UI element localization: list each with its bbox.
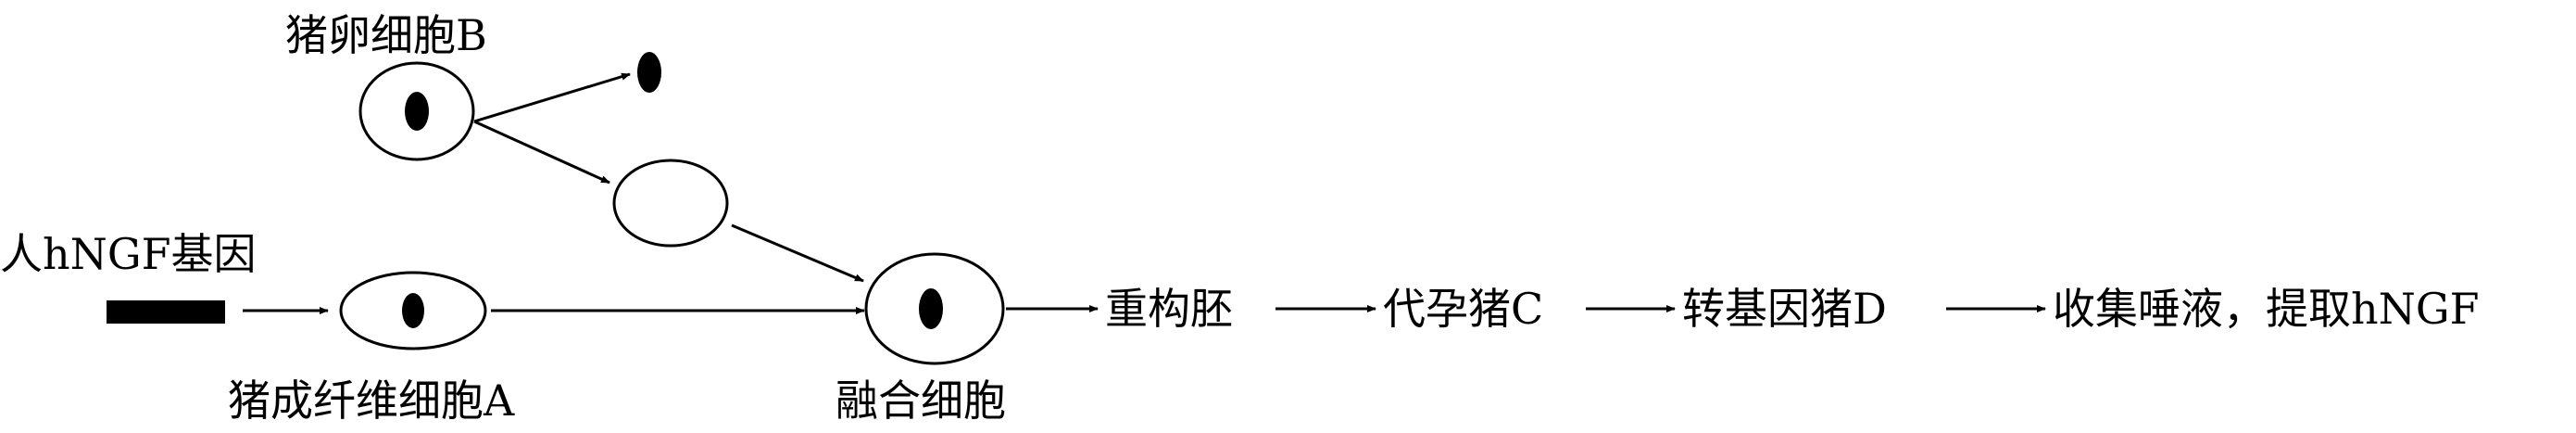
fibroblast-nucleus	[402, 293, 424, 328]
surrogate-pig-label: 代孕猪C	[1383, 284, 1543, 334]
transgenic-pig-label: 转基因猪D	[1682, 284, 1887, 334]
fusion-nucleus	[919, 288, 943, 329]
removed-nucleus	[637, 52, 661, 93]
egg-nucleus	[405, 92, 429, 131]
reconstructed-embryo-label: 重构胚	[1105, 284, 1233, 334]
egg-cell	[358, 61, 475, 161]
enucleated-egg	[612, 159, 729, 248]
arrow-enucleated-to-fusion	[731, 223, 864, 283]
fusion-cell	[864, 252, 1005, 365]
gene-bar	[107, 300, 225, 324]
fusion-cell-label: 融合细胞	[836, 376, 1006, 426]
egg-cell-label: 猪卵细胞B	[285, 10, 487, 60]
arrow-egg-to-enucleated	[473, 120, 610, 185]
fibroblast-label: 猪成纤维细胞A	[228, 376, 515, 426]
final-step-label: 收集唾液，提取hNGF	[2053, 284, 2480, 334]
fibroblast-cell	[339, 271, 487, 350]
arrow-egg-to-nucleus	[473, 72, 631, 123]
human-gene-label: 人hNGF基因	[0, 229, 257, 279]
